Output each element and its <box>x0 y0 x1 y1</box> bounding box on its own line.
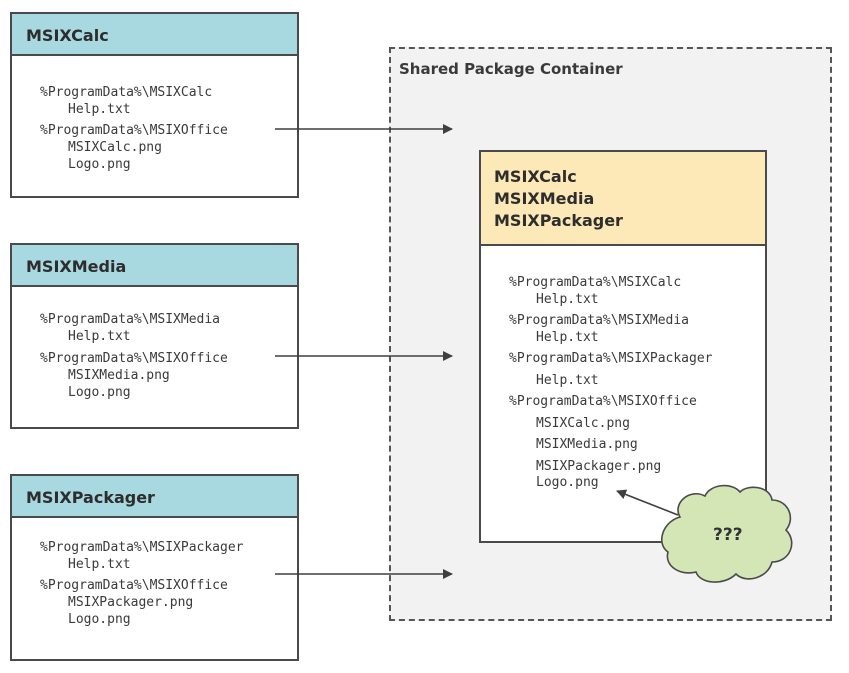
file-line: Logo.png <box>536 475 599 490</box>
path-line: %ProgramData%\MSIXOffice <box>40 123 228 138</box>
merged-package-box: MSIXCalc MSIXMedia MSIXPackager <box>479 150 767 543</box>
package-name: MSIXCalc <box>494 167 577 186</box>
path-line: %ProgramData%\MSIXCalc <box>40 85 213 100</box>
path-line: %ProgramData%\MSIXOffice <box>40 351 228 366</box>
file-line: Help.txt <box>68 102 131 117</box>
app-box-msixpackager: MSIXPackager <box>10 474 299 661</box>
path-line: %ProgramData%\MSIXPackager <box>40 540 244 555</box>
cloud-shape <box>660 484 793 583</box>
path-line: %ProgramData%\MSIXMedia <box>40 312 221 327</box>
file-line: Logo.png <box>68 157 131 172</box>
app-box-title: MSIXPackager <box>12 476 297 518</box>
file-line: MSIXMedia.png <box>68 368 170 383</box>
file-line: MSIXPackager.png <box>536 459 662 474</box>
file-line: Logo.png <box>68 612 131 627</box>
file-line: Help.txt <box>68 329 131 344</box>
app-box-title: MSIXMedia <box>12 245 297 287</box>
file-line: Logo.png <box>68 385 131 400</box>
path-line: %ProgramData%\MSIXCalc <box>509 275 682 290</box>
file-line: MSIXCalc.png <box>536 416 630 431</box>
merged-package-header: MSIXCalc MSIXMedia MSIXPackager <box>481 152 765 246</box>
app-box-title: MSIXCalc <box>12 14 297 56</box>
file-line: MSIXCalc.png <box>68 140 162 155</box>
path-line: %ProgramData%\MSIXMedia <box>509 313 690 328</box>
file-line: Help.txt <box>536 373 599 388</box>
package-name: MSIXMedia <box>494 189 595 208</box>
container-title: Shared Package Container <box>399 60 623 78</box>
app-box-msixcalc: MSIXCalc <box>10 12 299 198</box>
file-line: Help.txt <box>68 557 131 572</box>
package-name: MSIXPackager <box>494 211 623 230</box>
file-line: Help.txt <box>536 330 599 345</box>
arrow-cloud-to-logo <box>616 489 679 516</box>
file-line: MSIXMedia.png <box>536 437 638 452</box>
file-line: Help.txt <box>536 292 599 307</box>
app-box-msixmedia: MSIXMedia <box>10 243 299 429</box>
file-line: MSIXPackager.png <box>68 595 194 610</box>
path-line: %ProgramData%\MSIXOffice <box>40 578 228 593</box>
path-line: %ProgramData%\MSIXPackager <box>509 351 713 366</box>
path-line: %ProgramData%\MSIXOffice <box>509 394 697 409</box>
cloud-label: ??? <box>713 525 743 545</box>
